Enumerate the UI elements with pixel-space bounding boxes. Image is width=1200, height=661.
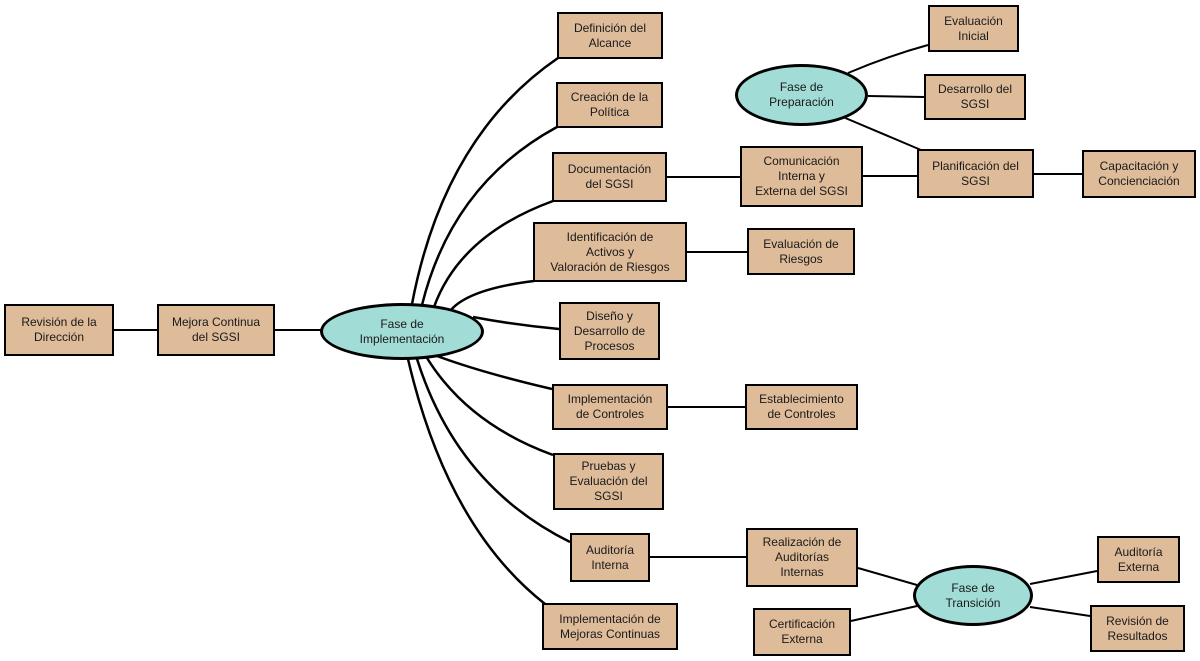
node-planificacion-sgsi[interactable]: Planificación del SGSI <box>917 149 1034 198</box>
node-fase-preparacion[interactable]: Fase de Preparación <box>735 64 868 126</box>
node-certificacion-externa[interactable]: Certificación Externa <box>753 608 851 656</box>
node-fase-implementacion[interactable]: Fase de Implementación <box>320 303 484 360</box>
edge-realizacion-transicion <box>857 567 918 586</box>
edge-implementacion-diseno <box>472 315 560 331</box>
node-definicion-alcance[interactable]: Definición del Alcance <box>557 12 663 59</box>
node-creacion-politica[interactable]: Creación de la Política <box>556 82 663 128</box>
edge-implementacion-pruebas <box>425 357 554 457</box>
edge-preparacion-desarrollo <box>867 95 925 98</box>
node-fase-transicion[interactable]: Fase de Transición <box>913 565 1033 626</box>
node-comunicacion-sgsi[interactable]: Comunicación Interna y Externa del SGSI <box>740 146 863 207</box>
node-mejora-continua[interactable]: Mejora Continua del SGSI <box>157 304 275 356</box>
node-documentacion-sgsi[interactable]: Documentación del SGSI <box>552 152 667 202</box>
node-realizacion-auditorias[interactable]: Realización de Auditorías Internas <box>746 528 858 587</box>
node-identificacion-activos[interactable]: Identificación de Activos y Valoración d… <box>533 222 687 282</box>
edge-implementacion-auditoria <box>415 358 571 544</box>
edge-implementacion-creacion <box>420 125 558 306</box>
node-pruebas-evaluacion[interactable]: Pruebas y Evaluación del SGSI <box>553 453 664 510</box>
edge-transicion-revision-resultados <box>1029 606 1091 617</box>
node-implementacion-mejoras[interactable]: Implementación de Mejoras Continuas <box>542 603 678 650</box>
node-auditoria-interna[interactable]: Auditoría Interna <box>570 533 650 582</box>
edge-transicion-auditoria-externa <box>1029 570 1098 585</box>
edge-implementacion-identificacion <box>449 279 535 312</box>
edge-implementacion-controles <box>436 354 553 391</box>
node-evaluacion-inicial[interactable]: Evaluación Inicial <box>928 5 1019 52</box>
node-diseno-procesos[interactable]: Diseño y Desarrollo de Procesos <box>559 302 660 360</box>
node-auditoria-externa[interactable]: Auditoría Externa <box>1097 536 1180 583</box>
node-implementacion-controles[interactable]: Implementación de Controles <box>552 384 668 430</box>
edge-certificacion-transicion <box>850 605 918 622</box>
node-establecimiento-controles[interactable]: Establecimiento de Controles <box>745 384 858 430</box>
node-revision-resultados[interactable]: Revisión de Resultados <box>1090 605 1185 652</box>
node-evaluacion-riesgos[interactable]: Evaluación de Riesgos <box>747 228 855 275</box>
edge-implementacion-documentacion <box>432 199 554 308</box>
node-capacitacion-concienciacion[interactable]: Capacitación y Concienciación <box>1082 150 1196 198</box>
node-revision-direccion[interactable]: Revisión de la Dirección <box>4 304 114 356</box>
edge-preparacion-planificacion <box>842 116 922 151</box>
node-desarrollo-sgsi[interactable]: Desarrollo del SGSI <box>924 74 1026 120</box>
edge-implementacion-mejoras <box>406 358 546 605</box>
edge-implementacion-definicion <box>410 56 559 305</box>
edge-preparacion-evaluacion-inicial <box>847 44 929 74</box>
